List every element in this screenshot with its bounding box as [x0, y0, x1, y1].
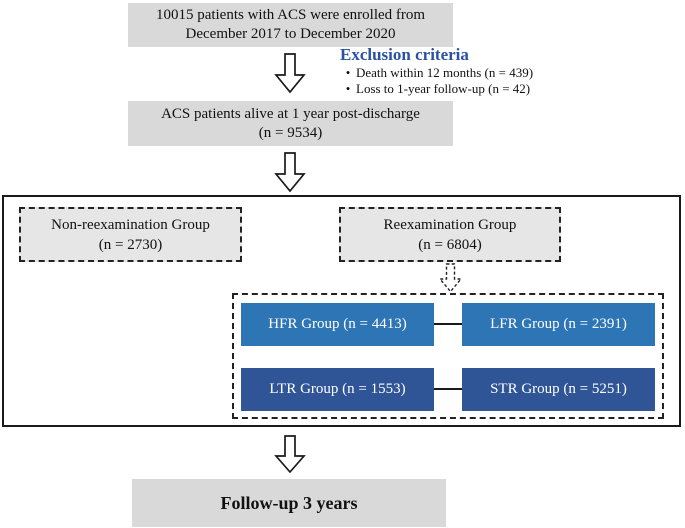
subgroup-label: STR Group (n = 5251)	[490, 381, 627, 397]
non-reexamination-group-box: Non-reexamination Group (n = 2730)	[19, 207, 242, 262]
dashed-down-arrow-icon	[438, 263, 463, 293]
non-reexamination-line2: (n = 2730)	[98, 236, 163, 253]
followup-label: Follow-up 3 years	[220, 492, 358, 513]
enrollment-line2: December 2017 to December 2020	[185, 26, 396, 42]
bullet-icon: •	[345, 65, 351, 80]
down-arrow-icon	[274, 152, 306, 193]
reexamination-line2: (n = 6804)	[418, 236, 482, 253]
exclusion-list-item: • Death within 12 months (n = 439)	[340, 65, 533, 81]
reexamination-group-box: Reexamination Group (n = 6804)	[339, 207, 561, 262]
non-reexamination-line1: Non-reexamination Group	[51, 216, 210, 233]
alive-box: ACS patients alive at 1 year post-discha…	[128, 101, 453, 146]
down-arrow-icon	[274, 435, 306, 474]
enrollment-line1: 10015 patients with ACS were enrolled fr…	[155, 7, 426, 23]
exclusion-criteria-block: Exclusion criteria • Death within 12 mont…	[340, 45, 533, 97]
subgroup-box-lfr: LFR Group (n = 2391)	[462, 303, 655, 346]
subgroup-label: HFR Group (n = 4413)	[268, 316, 407, 332]
exclusion-title: Exclusion criteria	[340, 45, 469, 64]
bullet-icon: •	[345, 81, 351, 96]
subgroup-box-str: STR Group (n = 5251)	[462, 368, 655, 411]
exclusion-item-text: Death within 12 months (n = 439)	[356, 65, 534, 80]
down-arrow-icon	[274, 53, 306, 94]
exclusion-item-text: Loss to 1-year follow-up (n = 42)	[356, 81, 531, 96]
alive-line1: ACS patients alive at 1 year post-discha…	[161, 105, 420, 122]
subgroup-box-hfr: HFR Group (n = 4413)	[241, 303, 434, 346]
connector-line	[434, 323, 462, 325]
reexamination-line1: Reexamination Group	[383, 216, 517, 233]
enrollment-box: 10015 patients with ACS were enrolled fr…	[128, 3, 453, 47]
connector-line	[434, 388, 462, 390]
followup-box: Follow-up 3 years	[132, 479, 446, 527]
subgroup-label: LTR Group (n = 1553)	[269, 381, 406, 397]
alive-line2: (n = 9534)	[258, 124, 323, 141]
subgroup-box-ltr: LTR Group (n = 1553)	[241, 368, 434, 411]
subgroup-label: LFR Group (n = 2391)	[490, 316, 627, 332]
exclusion-list-item: • Loss to 1-year follow-up (n = 42)	[340, 81, 533, 97]
